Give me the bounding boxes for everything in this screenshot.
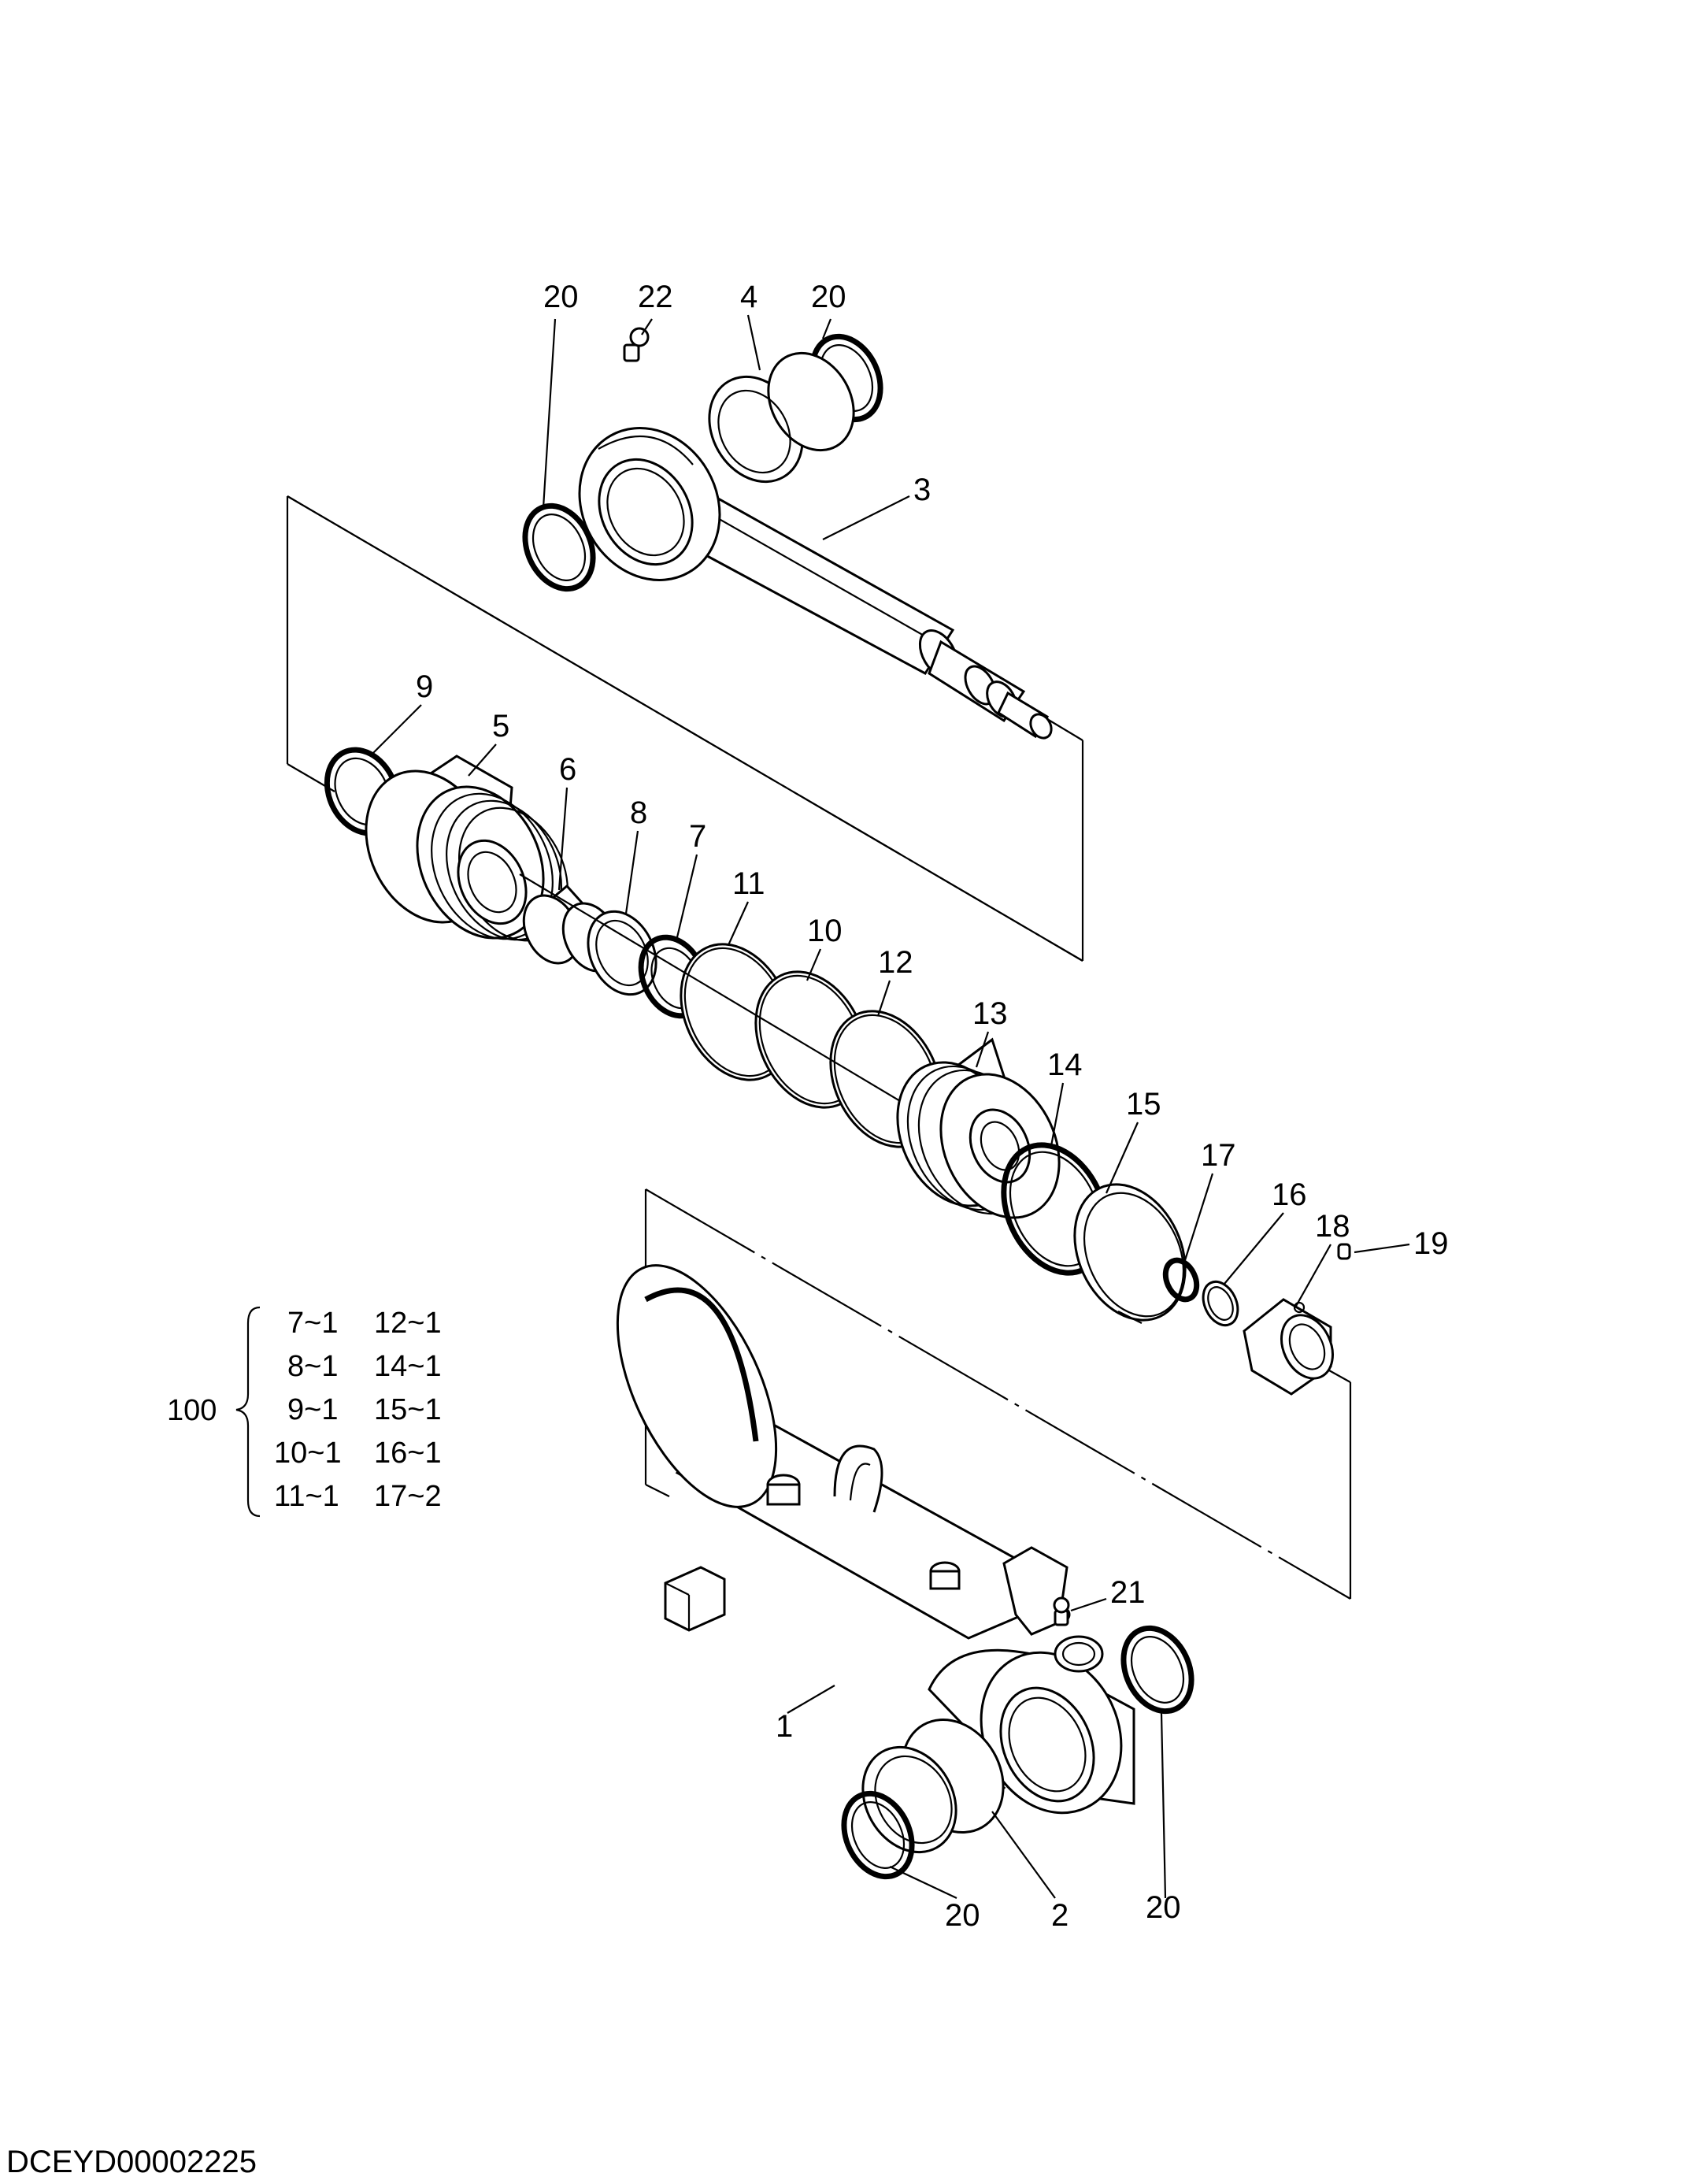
seal-kit-item: 16~1 (374, 1437, 442, 1470)
bushing-2 (861, 1718, 1006, 1854)
callout-22: 22 (638, 280, 673, 314)
seal-kit-item: 10~1 (274, 1437, 342, 1470)
callout-10: 10 (807, 914, 843, 948)
callout-7: 7 (689, 819, 706, 854)
cylinder-tube-1 (616, 1264, 1135, 1815)
dust-seal-20-lower-left (841, 1790, 915, 1880)
ring-17 (1162, 1257, 1200, 1303)
callout-18: 18 (1315, 1209, 1350, 1244)
callout-20: 20 (543, 280, 579, 314)
seal-kit-item: 11~1 (274, 1480, 339, 1513)
grease-fitting-21 (1053, 1596, 1070, 1626)
callout-4: 4 (740, 280, 757, 314)
piston-13 (896, 1037, 1061, 1219)
seal-kit-item: 7~1 (287, 1307, 338, 1340)
callout-9: 9 (416, 669, 433, 704)
callout-2: 2 (1051, 1898, 1069, 1933)
rod-cover-5 (365, 755, 569, 942)
seal-kit-item: 15~1 (374, 1393, 442, 1426)
callout-19: 19 (1413, 1226, 1449, 1261)
seal-kit-item: 8~1 (287, 1350, 338, 1383)
seal-kit-label: 100 (167, 1394, 217, 1427)
seal-kit-item: 17~2 (374, 1480, 442, 1513)
callout-15: 15 (1126, 1087, 1161, 1122)
piston-rod-3 (578, 427, 1053, 740)
callout-20: 20 (945, 1898, 980, 1933)
callout-1: 1 (776, 1709, 793, 1744)
callout-8: 8 (630, 795, 647, 830)
nut-18 (1243, 1298, 1334, 1396)
callout-17: 17 (1201, 1138, 1236, 1173)
seal-kit-brace (235, 1306, 261, 1518)
callout-6: 6 (559, 752, 576, 787)
callout-12: 12 (878, 945, 913, 980)
callout-11: 11 (732, 866, 765, 901)
slide-ring-15 (1073, 1183, 1187, 1324)
document-id: DCEYD00002225 (6, 2145, 257, 2179)
centerline-seals (519, 873, 930, 1119)
callout-20: 20 (1146, 1890, 1181, 1925)
callout-3: 3 (913, 473, 931, 507)
dust-seal-20-upper-left (522, 502, 596, 592)
seal-kit-item: 12~1 (374, 1307, 442, 1340)
callout-21: 21 (1110, 1575, 1146, 1610)
callout-13: 13 (972, 996, 1008, 1031)
callout-labels: 20 22 4 20 3 9 5 6 8 7 11 10 12 13 14 15… (416, 280, 1449, 1933)
seal-kit-item: 9~1 (287, 1393, 338, 1426)
ring-16 (1202, 1280, 1239, 1327)
seal-kit-item: 14~1 (374, 1350, 442, 1383)
leader-lines (369, 314, 1410, 1899)
grease-fitting-22 (623, 327, 650, 362)
callout-14: 14 (1047, 1048, 1083, 1082)
callout-5: 5 (492, 709, 509, 743)
bushing-4 (708, 351, 855, 484)
guide-lines (286, 495, 1352, 1600)
seal-kit-legend: 100 7~1 12~1 8~1 14~1 9~1 15~1 10~1 16~1… (167, 1306, 442, 1518)
dust-seal-20-lower-right (1120, 1625, 1194, 1715)
set-screw-19 (1337, 1243, 1351, 1260)
callout-20: 20 (811, 280, 846, 314)
callout-16: 16 (1272, 1177, 1307, 1212)
